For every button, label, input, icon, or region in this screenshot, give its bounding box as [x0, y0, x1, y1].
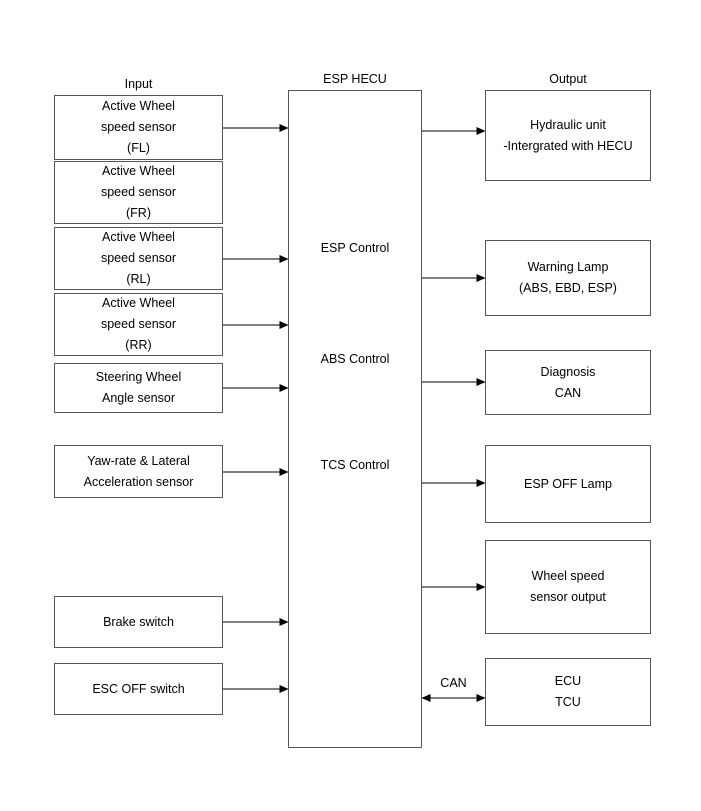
output-label-line: Diagnosis	[540, 364, 596, 379]
input-label-line: Yaw-rate & Lateral	[87, 453, 190, 468]
input-label-line: Active Wheel	[102, 99, 175, 113]
output-label-line: Hydraulic unit	[530, 117, 606, 132]
input-label-line: (FR)	[126, 206, 151, 220]
input-label-line: Steering Wheel	[95, 370, 182, 384]
output-box-esp-off-lamp: ESP OFF Lamp	[485, 445, 651, 523]
input-label-line: speed sensor	[100, 317, 177, 331]
output-label-line: -Intergrated with HECU	[503, 138, 633, 153]
hecu-function-tcs-control: TCS Control	[320, 458, 390, 472]
input-label-line: speed sensor	[100, 251, 177, 265]
input-box-wheel-speed-sensor-fr: Active Wheel speed sensor (FR)	[54, 161, 223, 224]
input-box-wheel-speed-sensor-rl: Active Wheel speed sensor (RL)	[54, 227, 223, 290]
output-box-wheel-speed-sensor-output: Wheel speed sensor output	[485, 540, 651, 634]
input-label-line: Brake switch	[103, 614, 174, 629]
input-label-line: ESC OFF switch	[92, 681, 185, 696]
output-label-line: sensor output	[530, 590, 606, 604]
output-box-warning-lamp: Warning Lamp (ABS, EBD, ESP)	[485, 240, 651, 316]
input-label-line: Active Wheel	[102, 164, 175, 178]
output-box-ecu-tcu: ECU TCU	[485, 658, 651, 726]
input-label-line: speed sensor	[100, 185, 177, 199]
edge-label-can: CAN	[440, 676, 467, 690]
input-label-line: (FL)	[127, 141, 150, 155]
output-label-line: Wheel speed	[531, 569, 605, 583]
input-label-line: speed sensor	[100, 120, 177, 134]
input-box-esc-off-switch: ESC OFF switch	[54, 663, 223, 715]
output-label-line: CAN	[554, 385, 582, 400]
column-header-output: Output	[549, 72, 587, 86]
output-label-line: ECU	[554, 674, 582, 688]
hecu-function-esp-control: ESP Control	[320, 241, 390, 255]
esp-hecu-title: ESP HECU	[323, 72, 387, 86]
input-label-line: Acceleration sensor	[83, 474, 194, 489]
input-label-line: (RR)	[125, 338, 152, 352]
input-box-wheel-speed-sensor-fl: Active Wheel speed sensor (FL)	[54, 95, 223, 160]
output-label-line: TCU	[555, 695, 581, 709]
input-label-line: (RL)	[126, 272, 151, 286]
input-box-wheel-speed-sensor-rr: Active Wheel speed sensor (RR)	[54, 293, 223, 356]
input-label-line: Active Wheel	[102, 230, 175, 244]
output-label-line: (ABS, EBD, ESP)	[519, 281, 617, 295]
output-label-line: ESP OFF Lamp	[524, 476, 612, 491]
esp-hecu-box	[288, 90, 422, 748]
output-box-hydraulic-unit: Hydraulic unit -Intergrated with HECU	[485, 90, 651, 181]
input-label-line: Active Wheel	[102, 296, 175, 310]
column-header-input: Input	[124, 77, 153, 91]
hecu-function-abs-control: ABS Control	[320, 352, 390, 366]
input-label-line: Angle sensor	[102, 391, 175, 405]
input-box-brake-switch: Brake switch	[54, 596, 223, 648]
output-label-line: Warning Lamp	[527, 260, 609, 274]
